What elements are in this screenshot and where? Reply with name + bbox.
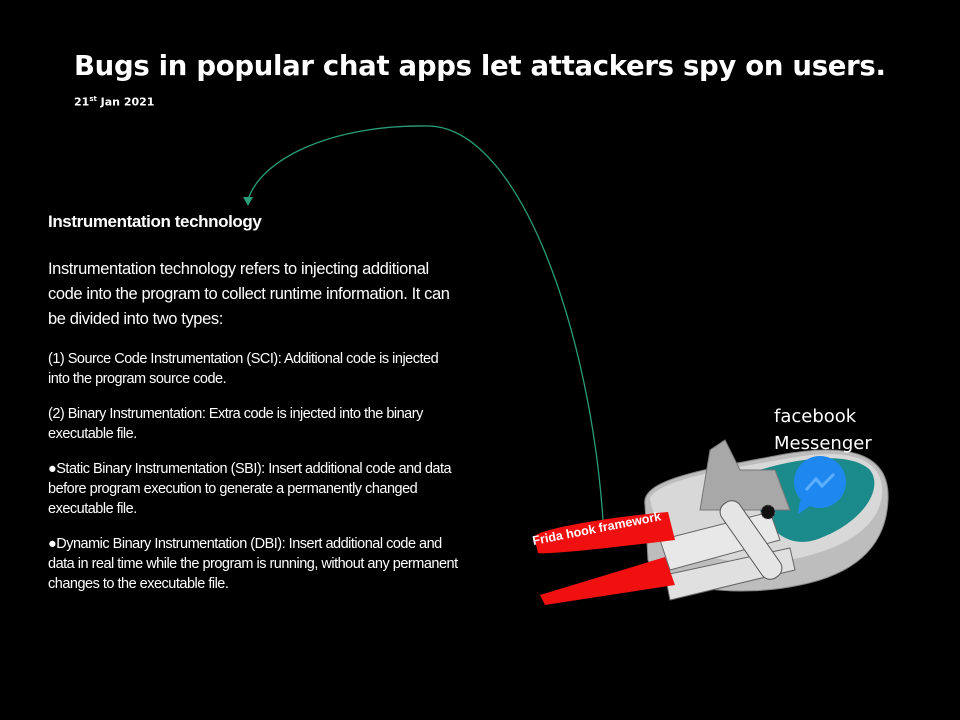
date-rest: Jan 2021 xyxy=(96,95,155,109)
content-body: Instrumentation technology Instrumentati… xyxy=(48,212,458,609)
list-item: ●Dynamic Binary Instrumentation (DBI): I… xyxy=(48,536,458,592)
slide-title: Bugs in popular chat apps let attackers … xyxy=(74,50,886,82)
red-handle-top xyxy=(534,512,675,554)
slide-date: 21st Jan 2021 xyxy=(74,95,154,109)
date-suffix: st xyxy=(89,95,97,103)
list-item: (1) Source Code Instrumentation (SCI): A… xyxy=(48,351,439,387)
app-label: facebook Messenger xyxy=(774,403,872,457)
list-item: (2) Binary Instrumentation: Extra code i… xyxy=(48,406,423,442)
red-handle-bottom xyxy=(540,557,675,605)
app-label-line1: facebook xyxy=(774,406,857,427)
can-opener xyxy=(534,500,796,605)
date-day: 21 xyxy=(74,95,90,109)
curved-arrow xyxy=(247,125,604,521)
arrow-head-icon xyxy=(243,197,253,206)
messenger-icon xyxy=(794,456,846,514)
list-item: ●Static Binary Instrumentation (SBI): In… xyxy=(48,461,452,517)
intro-paragraph: Instrumentation technology refers to inj… xyxy=(48,260,450,328)
section-heading: Instrumentation technology xyxy=(48,212,262,231)
app-label-line2: Messenger xyxy=(774,433,872,454)
